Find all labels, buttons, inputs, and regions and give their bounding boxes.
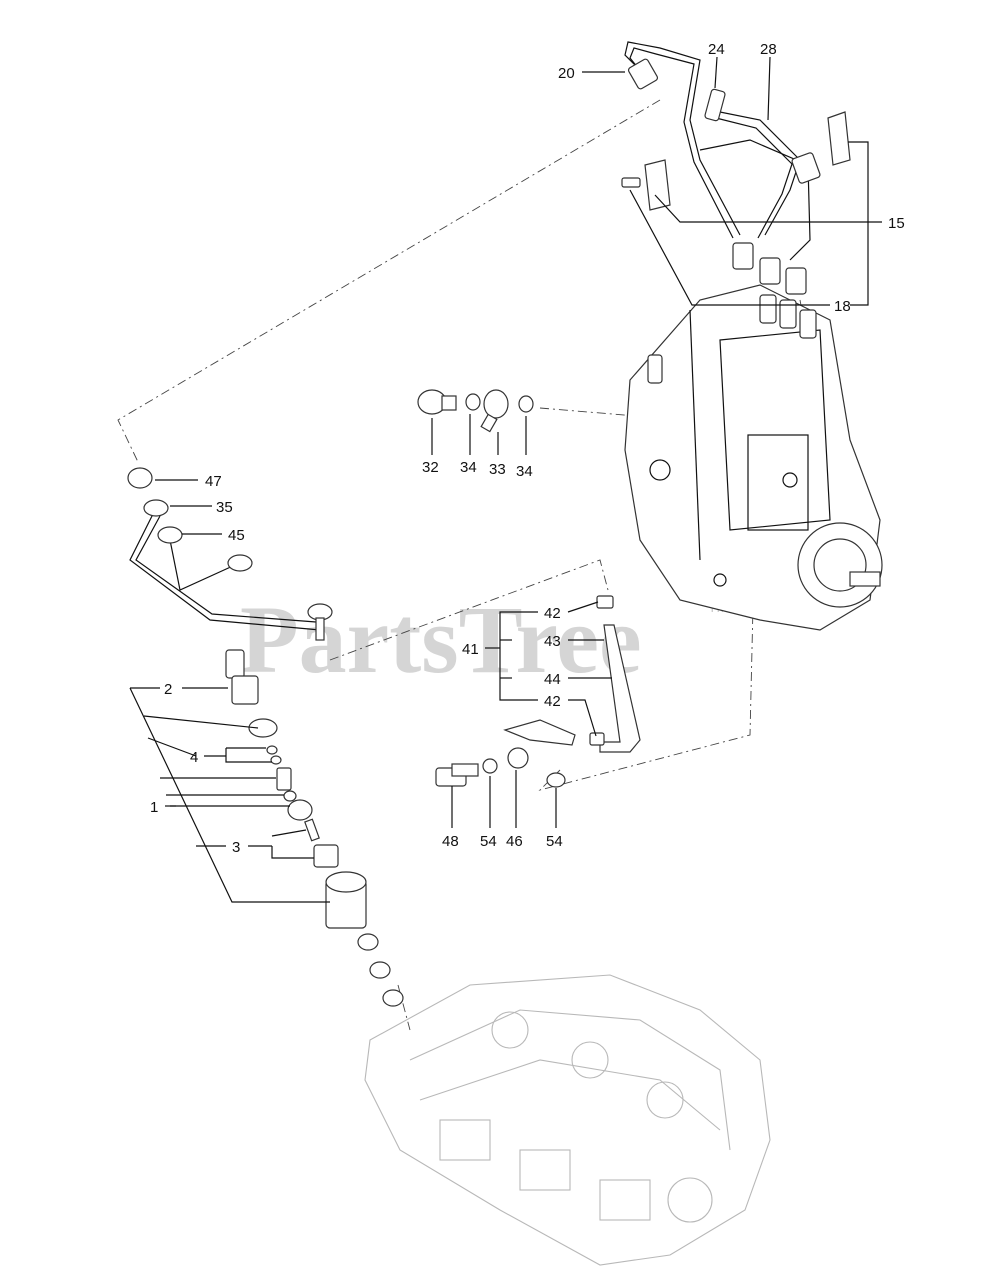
callout-35: 35 bbox=[216, 499, 233, 516]
pipe-nut-28 bbox=[791, 152, 821, 184]
callout-34-upper-right: 34 bbox=[516, 463, 533, 480]
cylinder-head-ghost bbox=[364, 974, 771, 1266]
callout-15: 15 bbox=[888, 215, 905, 232]
callout-labels: 20 24 28 15 18 32 34 33 34 47 35 45 42 4… bbox=[150, 41, 905, 856]
pipe-nut-a bbox=[732, 242, 754, 270]
watermark: PartsTree TM bbox=[240, 586, 728, 693]
callout-48: 48 bbox=[442, 833, 459, 850]
callout-2: 2 bbox=[164, 681, 172, 698]
callout-46: 46 bbox=[506, 833, 523, 850]
callout-32: 32 bbox=[422, 459, 439, 476]
callout-34-upper-left: 34 bbox=[460, 459, 477, 476]
callout-33: 33 bbox=[489, 461, 506, 478]
clamp-upper bbox=[827, 111, 851, 166]
injector-nozzle-stack bbox=[225, 649, 404, 1007]
callout-3: 3 bbox=[232, 839, 240, 856]
pipe-24 bbox=[704, 88, 726, 122]
callout-45: 45 bbox=[228, 527, 245, 544]
callout-42-bottom: 42 bbox=[544, 693, 561, 710]
callout-4: 4 bbox=[190, 749, 198, 766]
callout-47: 47 bbox=[205, 473, 222, 490]
callout-24: 24 bbox=[708, 41, 725, 58]
callout-43: 43 bbox=[544, 633, 561, 650]
callout-54-left: 54 bbox=[480, 833, 497, 850]
callout-41: 41 bbox=[462, 641, 479, 658]
callout-54-right: 54 bbox=[546, 833, 563, 850]
leak-off-pipe bbox=[127, 467, 333, 641]
pipe-nut-c bbox=[785, 267, 807, 295]
callout-18: 18 bbox=[834, 298, 851, 315]
pipe-nut-20 bbox=[627, 58, 659, 90]
washer-45 bbox=[157, 526, 183, 544]
pipe-nut-b bbox=[759, 257, 781, 285]
callout-20: 20 bbox=[558, 65, 575, 82]
clamp-15 bbox=[644, 159, 671, 211]
injection-pump bbox=[624, 284, 883, 631]
injection-pipe-assembly bbox=[621, 41, 851, 295]
washer-35 bbox=[143, 499, 169, 517]
overflow-fitting-parts bbox=[417, 389, 534, 455]
clamp-bolt bbox=[621, 177, 641, 188]
nut-47 bbox=[127, 467, 153, 489]
callout-42-top: 42 bbox=[544, 605, 561, 622]
leader-lines bbox=[129, 56, 882, 903]
callout-1: 1 bbox=[150, 799, 158, 816]
callout-44: 44 bbox=[544, 671, 561, 688]
callout-28: 28 bbox=[760, 41, 777, 58]
fuel-hose-assembly bbox=[435, 595, 641, 788]
